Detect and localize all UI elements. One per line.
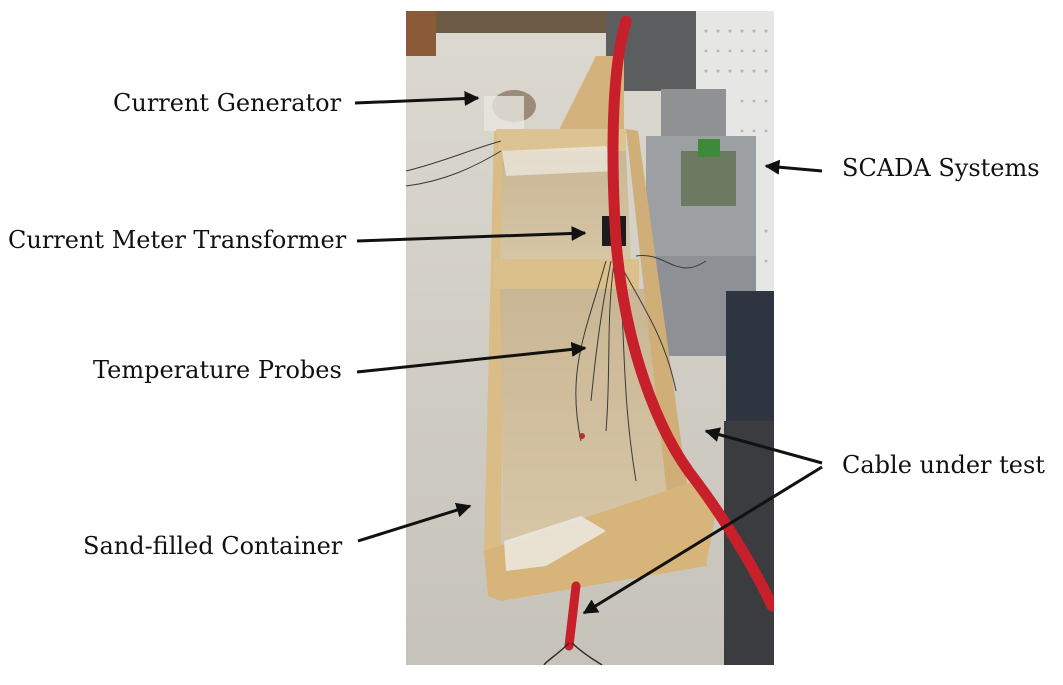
plastic-sheet-upper [502, 146, 616, 176]
probe-tip [579, 433, 585, 439]
dark-cabinet [726, 291, 774, 421]
label-cable-under-test: Cable under test [842, 451, 1045, 479]
label-current-generator: Current Generator [113, 89, 342, 117]
test-setup-photo [406, 11, 774, 665]
arrow-scada-systems [764, 159, 823, 175]
label-scada-systems: SCADA Systems [842, 154, 1040, 182]
label-current-meter-transformer: Current Meter Transformer [8, 226, 347, 254]
label-sand-filled-container: Sand-filled Container [83, 532, 343, 560]
plastic-sheet [504, 516, 606, 571]
container-right-wall [626, 129, 688, 503]
container-back-wall [496, 129, 626, 151]
cabinet [406, 11, 436, 56]
red-cable-end [564, 581, 581, 651]
plywood-ramp [556, 56, 624, 136]
generator-bag [484, 96, 524, 131]
scada-instrument [661, 89, 726, 139]
pegboard-holes [704, 29, 768, 263]
scada-module [698, 139, 720, 157]
scada-board [681, 151, 736, 206]
label-temperature-probes: Temperature Probes [93, 356, 342, 384]
cable-leads [543, 642, 603, 665]
